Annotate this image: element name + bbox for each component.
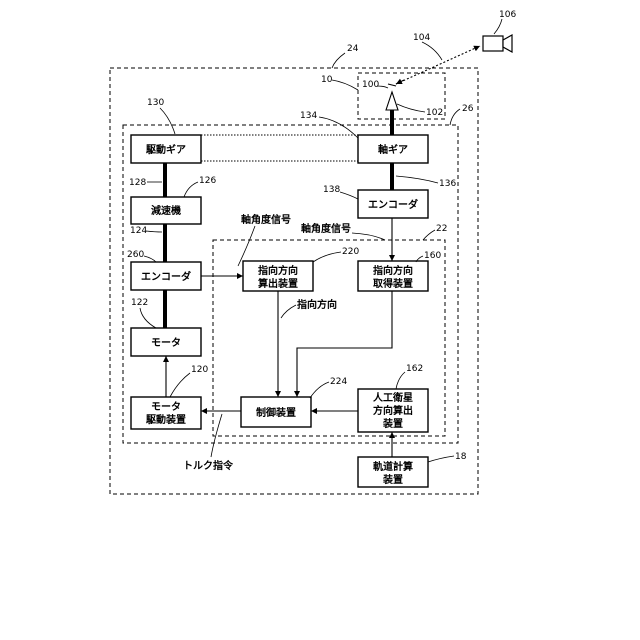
leader-138 bbox=[340, 192, 358, 199]
ref-106: 106 bbox=[499, 10, 516, 20]
leader-106 bbox=[494, 19, 502, 34]
leader-220 bbox=[313, 252, 341, 262]
pointing-direction-label: 指向方向 bbox=[297, 298, 337, 311]
leader-120 bbox=[170, 373, 190, 397]
ref-122: 122 bbox=[131, 298, 148, 308]
ref-10: 10 bbox=[321, 75, 333, 85]
satellite-calc-label-3: 装置 bbox=[382, 417, 403, 430]
ref-128: 128 bbox=[129, 178, 146, 188]
leader-162 bbox=[396, 372, 405, 389]
leader-224 bbox=[310, 382, 329, 398]
pointing-calc-label-1: 指向方向 bbox=[258, 264, 298, 277]
ref-100: 100 bbox=[362, 80, 379, 90]
satellite-calc-label-1: 人工衛星 bbox=[373, 391, 413, 404]
shaft-gear-label: 軸ギア bbox=[378, 143, 408, 156]
link-to-satellite bbox=[396, 46, 480, 84]
drive-gear-label: 駆動ギア bbox=[145, 143, 186, 156]
ref-224: 224 bbox=[330, 377, 347, 387]
leader-126 bbox=[184, 182, 198, 197]
leader-shaft-angle-1 bbox=[238, 226, 255, 266]
leader-122 bbox=[140, 308, 156, 328]
ref-160: 160 bbox=[424, 251, 441, 261]
orbit-calc-label-2: 装置 bbox=[382, 473, 403, 486]
motor-driver-label-2: 駆動装置 bbox=[145, 413, 186, 426]
ref-120: 120 bbox=[191, 365, 208, 375]
shaft-angle-signal-label-2: 軸角度信号 bbox=[301, 222, 351, 235]
encoder-left-label: エンコーダ bbox=[141, 270, 191, 283]
reducer-label: 減速機 bbox=[151, 204, 181, 217]
link-from-satellite bbox=[396, 80, 404, 84]
orbit-calc-label-1: 軌道計算 bbox=[373, 460, 413, 473]
satellite-icon bbox=[483, 35, 512, 52]
ref-136: 136 bbox=[439, 179, 456, 189]
pointing-calc-label-2: 算出装置 bbox=[257, 277, 298, 290]
leader-22 bbox=[423, 230, 435, 240]
ref-124: 124 bbox=[130, 226, 147, 236]
ref-22: 22 bbox=[436, 224, 447, 234]
pointing-acq-label-2: 取得装置 bbox=[373, 277, 413, 290]
ref-138: 138 bbox=[323, 185, 340, 195]
pointing-acq-label-1: 指向方向 bbox=[373, 264, 413, 277]
torque-command-label: トルク指令 bbox=[183, 459, 234, 472]
leader-104 bbox=[422, 42, 442, 60]
motor-label: モータ bbox=[151, 337, 181, 349]
controller-label: 制御装置 bbox=[256, 406, 296, 419]
leader-124 bbox=[146, 231, 162, 232]
leader-pointing-direction bbox=[281, 305, 296, 318]
ref-260: 260 bbox=[127, 250, 144, 260]
leader-24 bbox=[332, 53, 345, 68]
ref-26: 26 bbox=[462, 104, 474, 114]
ref-18: 18 bbox=[455, 452, 467, 462]
motor-driver-label-1: モータ bbox=[151, 401, 181, 413]
leader-26 bbox=[450, 109, 460, 125]
leader-10 bbox=[332, 80, 358, 90]
ref-220: 220 bbox=[342, 247, 359, 257]
ref-126: 126 bbox=[199, 176, 216, 186]
ref-104: 104 bbox=[413, 33, 430, 43]
leader-shaft-angle-2 bbox=[352, 233, 385, 240]
ref-102: 102 bbox=[426, 108, 443, 118]
encoder-right-label: エンコーダ bbox=[368, 198, 418, 211]
leader-130 bbox=[160, 108, 175, 134]
ref-134: 134 bbox=[300, 111, 317, 121]
leader-18 bbox=[428, 456, 454, 462]
ref-130: 130 bbox=[147, 98, 164, 108]
leader-260 bbox=[144, 256, 156, 262]
ref-24: 24 bbox=[347, 44, 359, 54]
satellite-calc-label-2: 方向算出 bbox=[373, 404, 413, 417]
leader-136 bbox=[396, 176, 438, 183]
leader-102 bbox=[397, 104, 425, 112]
shaft-angle-signal-label-1: 軸角度信号 bbox=[241, 213, 291, 226]
ref-162: 162 bbox=[406, 364, 423, 374]
